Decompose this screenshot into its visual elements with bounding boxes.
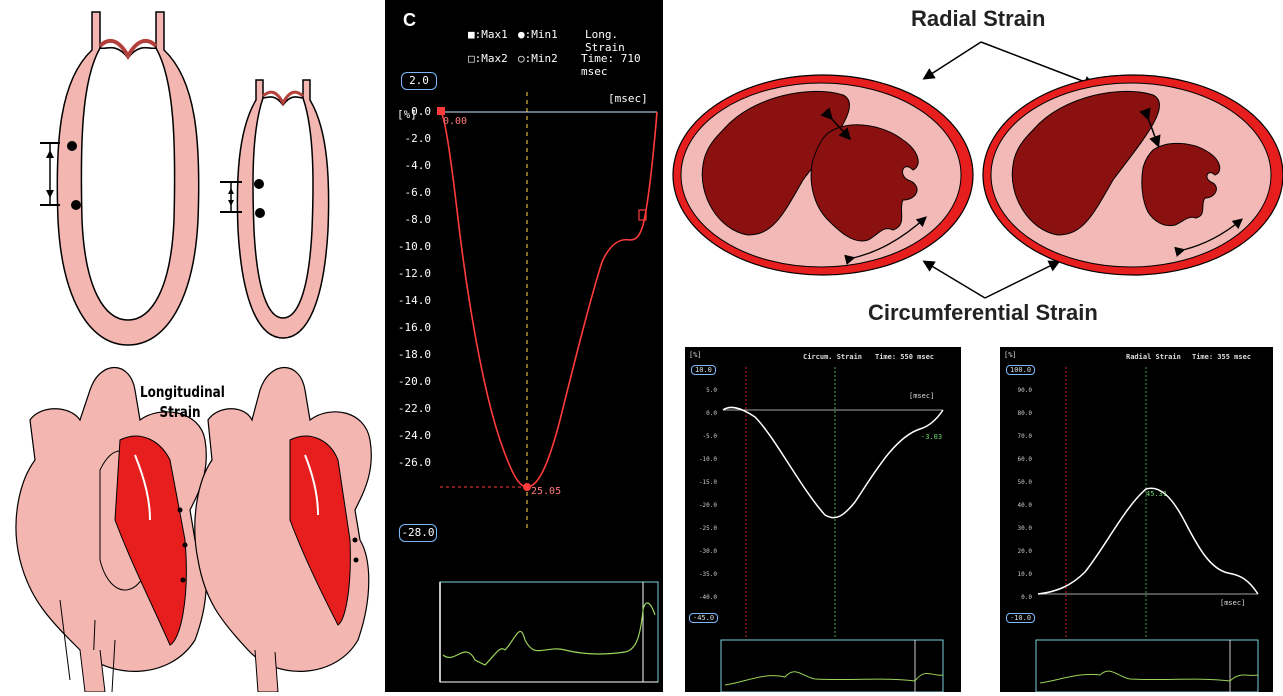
longitudinal-label-line1: Longitudinal: [140, 382, 220, 402]
speckle-marker: [255, 208, 265, 218]
speckle-marker: [254, 179, 264, 189]
longitudinal-strain-panel: Longitudinal Strain: [0, 0, 385, 692]
circ-strain-curve: [723, 407, 943, 517]
radial-strain-curve: [1038, 488, 1258, 594]
strain-curve: [440, 110, 657, 487]
min-value-label: 25.05: [531, 486, 561, 497]
radial-ecg-trace: [1040, 671, 1258, 683]
longitudinal-label-line2: Strain: [140, 402, 220, 422]
short-axis-relaxed: [673, 75, 973, 275]
radial-chart: [%] Radial Strain Time: 355 msec [msec] …: [1000, 347, 1273, 692]
circ-plot: [685, 347, 961, 692]
longitudinal-strain-chart-panel: C ■:Max1 ●:Min1 □:Max2 ○:Min2 Long. Stra…: [385, 0, 663, 692]
ecg-trace: [443, 603, 655, 665]
heart-contracted: [195, 368, 372, 693]
min1-marker: [523, 483, 531, 491]
radial-plot: [1000, 347, 1273, 692]
speckle-marker: [67, 141, 77, 151]
contracted-ventricle: [220, 80, 329, 338]
ecg-box: [440, 582, 658, 682]
speckle-marker: [71, 200, 81, 210]
longitudinal-diagram: [0, 0, 385, 692]
short-axis-contracted: [983, 75, 1283, 275]
longitudinal-label: Longitudinal Strain: [140, 382, 220, 422]
relaxed-ventricle: [40, 12, 199, 345]
longitudinal-strain-plot: [385, 0, 663, 692]
radial-circumferential-panel: Radial Strain Circumferential Strain: [663, 0, 1283, 692]
max1-marker: [437, 107, 445, 115]
circumferential-chart: [%] Circum. Strain Time: 550 msec [msec]…: [685, 347, 961, 692]
circ-ecg-trace: [725, 672, 943, 685]
short-axis-diagram: [663, 0, 1283, 340]
start-value-label: 0.00: [443, 116, 467, 127]
